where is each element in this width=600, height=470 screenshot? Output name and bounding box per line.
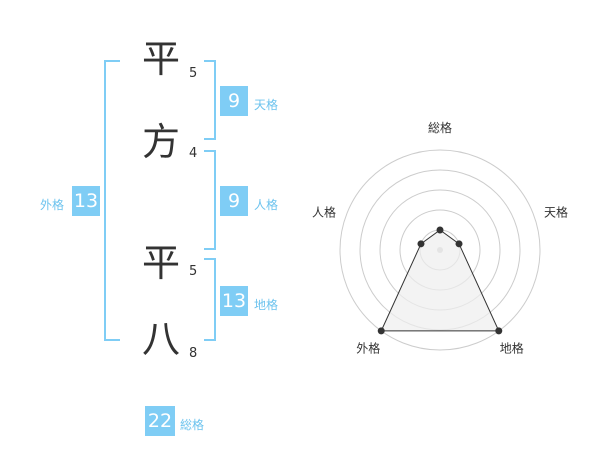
radar-point-1 <box>436 226 444 234</box>
radar-point-2 <box>455 240 463 248</box>
name-char-1: 平 <box>142 37 181 81</box>
stroke-count-2: 4 <box>189 146 198 161</box>
gaikaku-label: 外格 <box>40 198 65 212</box>
chikaku-value-badge: 13 <box>220 286 248 316</box>
tenkaku-bracket <box>204 60 216 140</box>
radar-point-4 <box>377 327 385 335</box>
radar-point-5 <box>417 240 425 248</box>
name-char-3: 平 <box>142 241 181 285</box>
chikaku-bracket <box>204 258 216 341</box>
radar-value-polygon <box>380 229 500 332</box>
jinkaku-bracket <box>204 150 216 250</box>
radar-axis-label-1: 総格 <box>428 120 452 135</box>
radar-axis-label-3: 地格 <box>500 341 524 356</box>
radar-axis-label-4: 外格 <box>356 341 380 356</box>
soukaku-label: 総格 <box>180 418 205 432</box>
gaikaku-value-badge: 13 <box>72 186 100 216</box>
radar-grid-ring <box>339 149 541 351</box>
name-char-4: 八 <box>142 317 181 361</box>
radar-point-3 <box>495 327 503 335</box>
stroke-count-4: 8 <box>189 346 198 361</box>
tenkaku-value-badge: 9 <box>220 86 248 116</box>
jinkaku-label: 人格 <box>254 198 279 212</box>
chikaku-label: 地格 <box>254 298 279 312</box>
tenkaku-label: 天格 <box>254 98 279 112</box>
radar-axis-label-2: 天格 <box>544 204 568 219</box>
radar-axis-label-5: 人格 <box>312 204 336 219</box>
soukaku-value-badge: 22 <box>145 406 175 436</box>
stroke-count-1: 5 <box>189 66 198 81</box>
radar-polygon-group <box>377 226 503 335</box>
jinkaku-value-badge: 9 <box>220 186 248 216</box>
gaikaku-bracket <box>104 60 120 341</box>
stroke-count-3: 5 <box>189 264 198 279</box>
name-char-2: 方 <box>142 120 181 164</box>
